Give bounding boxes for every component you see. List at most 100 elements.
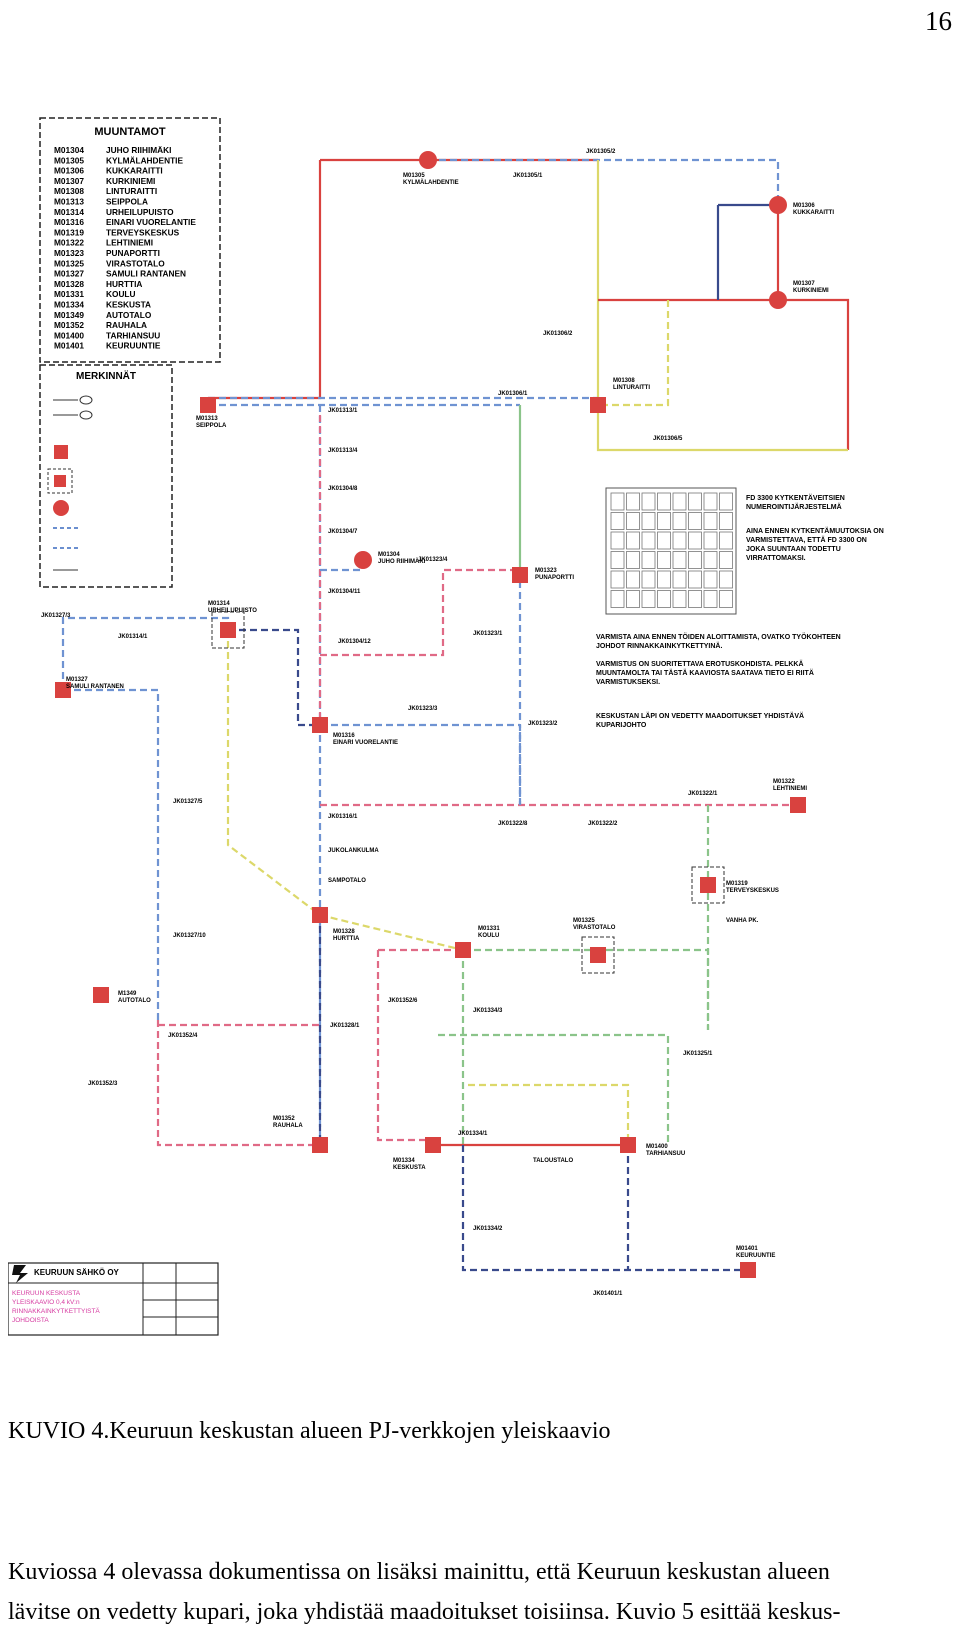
legend-station-code: M01306 [54,166,84,176]
legend-station-name: KUKKARAITTI [106,166,163,176]
station-code-label: M01305 [403,173,425,179]
legend-station-code: M01308 [54,186,84,196]
diagram-notes: FD 3300 KYTKENTÄVEITSIENNUMEROINTIJÄRJES… [596,494,884,729]
station-code-label: M01322 [773,779,795,785]
station-marker-square [55,682,71,698]
junction-label: JK01352/4 [168,1033,198,1039]
legend-station-code: M01313 [54,197,84,207]
fd-cell [641,512,656,530]
legend-station-code: M01304 [54,145,84,155]
legend-station-code: M01400 [54,330,84,340]
junction-label: JK01304/7 [328,529,358,535]
junction-label: JK01316/1 [328,814,358,820]
fd-cell [657,512,671,530]
legend-station-name: AUTOTALO [106,310,152,320]
station-code-label: M01334 [393,1158,415,1164]
diagram-note-line: JOKA SUUNTAAN TODETTU [746,546,841,553]
fd-cell [703,492,718,511]
junction-label: JK01334/3 [473,1008,503,1014]
legend-station-name: SEIPPOLA [106,197,148,207]
station-marker-circle [769,291,787,309]
diagram-note-line: VARMISTUS ON SUORITETTAVA EROTUSKOHDISTA… [596,660,804,668]
place-label: TALOUSTALO [533,1158,573,1164]
station-code-label: M01331 [478,926,500,932]
lightning-logo-icon [12,1265,28,1283]
station-markers [55,151,806,1278]
fd-cell [672,492,687,511]
station-name-label: URHEILUPUISTO [208,608,257,614]
diagram-note-line: KESKUSTAN LÄPI ON VEDETTY MAADOITUKSET Y… [596,712,804,720]
legend-station-code: M01307 [54,176,84,186]
station-name-label: KOULU [478,933,499,939]
legend-station-name: URHEILUPUISTO [106,207,174,217]
legend-station-code: M01328 [54,279,84,289]
diagram-labels: M01305KYLMÄLAHDENTIEM01306KUKKARAITTIM01… [41,149,834,1297]
fd-cell [672,590,687,608]
cable-segment [598,298,850,450]
station-name-label: TARHIANSUU [646,1151,685,1157]
fd-cell [703,551,718,569]
fd-cell [626,590,640,608]
station-code-label: M1349 [118,991,137,997]
cable-segment [208,160,322,400]
fd-cell [610,512,625,530]
paragraph-line-1: Kuviossa 4 olevassa dokumentissa on lisä… [8,1559,830,1585]
junction-label: JK01313/1 [328,408,358,414]
junction-label: JK01352/6 [388,998,418,1004]
legend-station-name: VIRASTOTALO [106,258,165,268]
station-name-label: HURTTIA [333,936,360,942]
junction-label: JK01322/8 [498,821,528,827]
station-code-label: M01306 [793,203,815,209]
station-marker-square [312,907,328,923]
legend-station-name: KOULU [106,289,136,299]
junction-label: JK01305/2 [586,149,616,155]
junction-label: JK01304/12 [338,639,371,645]
cable-segment [320,568,520,657]
cable-segment [319,913,464,952]
junction-label: JK01401/1 [593,1291,623,1297]
title-block-line-3: RINNAKKAINKYTKETTYISTÄ [12,1307,100,1315]
diagram-note-line: VIRRATTOMAKSI. [746,555,806,562]
fd-cell [672,551,687,569]
fd-cell [703,512,718,530]
cable-segment [428,158,780,205]
station-name-label: TERVEYSKESKUS [726,888,779,894]
station-marker-square [312,1137,328,1153]
fd-cell [672,531,687,550]
fd-cell [657,531,671,550]
junction-label: JK01304/11 [328,589,361,595]
station-marker-square [93,987,109,1003]
junction-label: JK01306/1 [498,391,528,397]
legend-station-name: SAMULI RANTANEN [106,269,186,279]
station-box [691,866,725,904]
fd-cell [641,492,656,511]
station-code-label: M01316 [333,733,355,739]
station-box [211,611,245,649]
legend-station-code: M01319 [54,227,84,237]
junction-label: JK01322/2 [588,821,618,827]
station-box [581,936,615,974]
fd-cell [719,551,733,569]
legend-station-name: KESKUSTA [106,300,151,310]
fd-cell [626,551,640,569]
station-code-label: M01314 [208,601,230,607]
station-marker-circle [354,551,372,569]
fd-cell [688,531,702,550]
station-code-label: M01304 [378,552,400,558]
station-name-label: VIRASTOTALO [573,925,616,931]
fd-cell [703,590,718,608]
body-paragraph: Kuviossa 4 olevassa dokumentissa on lisä… [8,1552,952,1632]
junction-label: JK01323/1 [473,631,503,637]
junction-label: JK01325/1 [683,1051,713,1057]
legend-station-code: M01352 [54,320,84,330]
station-marker-square [620,1137,636,1153]
station-marker-square [200,397,216,413]
station-code-label: M01308 [613,378,635,384]
title-block-line-1: KEURUUN KESKUSTA [12,1290,81,1297]
legend-station-code: M01323 [54,248,84,258]
fd-cell [626,492,640,511]
station-marker-square [740,1262,756,1278]
station-name-label: KESKUSTA [393,1165,426,1171]
fd-cell [688,590,702,608]
junction-label: JK01334/1 [458,1131,488,1137]
